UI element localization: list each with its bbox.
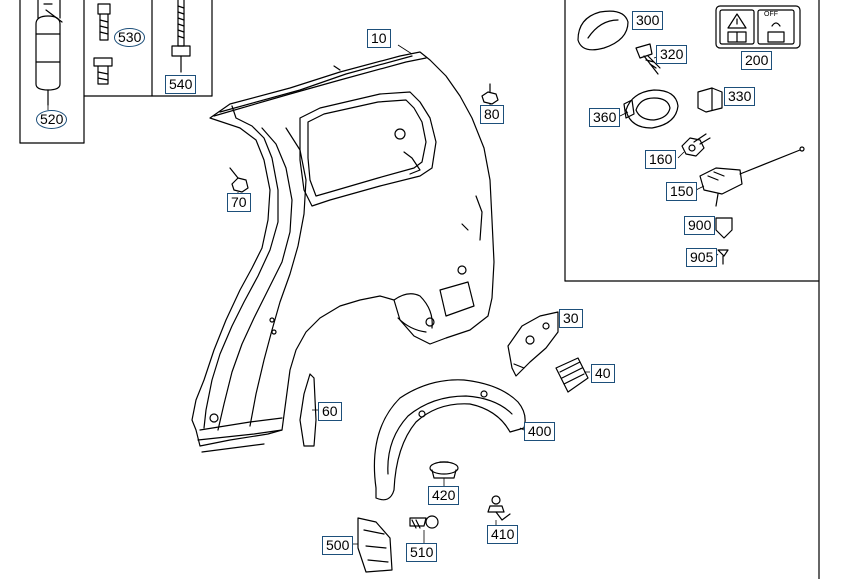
fuel-door-housing-360-icon (623, 89, 679, 129)
callout-510[interactable]: 510 (406, 543, 438, 562)
callout-530[interactable]: 530 (114, 28, 146, 47)
wheel-arch-liner-400-icon (373, 379, 526, 501)
sealant-bottle-icon (35, 0, 63, 106)
fuel-door-parts-frame (564, 0, 820, 579)
clip-420-icon (429, 461, 459, 479)
warning-label-off-text: OFF (764, 11, 778, 18)
callout-330[interactable]: 330 (724, 87, 756, 106)
callout-320[interactable]: 320 (656, 45, 688, 64)
bracket-30-icon (507, 311, 559, 377)
callout-60[interactable]: 60 (318, 402, 342, 421)
callout-420[interactable]: 420 (428, 486, 460, 505)
top-left-parts-frame (19, 0, 213, 144)
screw-530-icon (93, 3, 113, 85)
bolt-540-icon (171, 0, 191, 73)
screw-320-icon (635, 43, 661, 75)
push-rivet-410-icon (487, 495, 511, 521)
callout-500[interactable]: 500 (322, 536, 354, 555)
callout-360[interactable]: 360 (589, 108, 621, 127)
nut-70-icon (229, 167, 249, 193)
callout-410[interactable]: 410 (487, 525, 519, 544)
screw-510-icon (409, 515, 439, 529)
actuator-160-icon (681, 133, 711, 157)
clip-330-icon (697, 87, 723, 113)
callout-10[interactable]: 10 (367, 29, 391, 48)
callout-150[interactable]: 150 (666, 182, 698, 201)
plug-900-icon (715, 217, 733, 239)
callout-900[interactable]: 900 (684, 216, 716, 235)
callout-70[interactable]: 70 (227, 193, 251, 212)
callout-30[interactable]: 30 (559, 309, 583, 328)
callout-400[interactable]: 400 (524, 422, 556, 441)
release-cable-150-icon (699, 146, 805, 207)
vent-grille-40-icon (555, 357, 589, 393)
callout-540[interactable]: 540 (165, 75, 197, 94)
callout-40[interactable]: 40 (591, 364, 615, 383)
fuel-flap-300-icon (577, 10, 629, 51)
callout-80[interactable]: 80 (480, 105, 504, 124)
nut-80-icon (481, 83, 499, 105)
quarter-panel-10-drawing (191, 51, 495, 453)
callout-160[interactable]: 160 (645, 150, 677, 169)
mud-flap-500-icon (357, 517, 393, 573)
plug-905-icon (717, 249, 729, 265)
warning-label-200-icon (715, 5, 801, 49)
callout-905[interactable]: 905 (686, 248, 718, 267)
trim-strip-60-icon (299, 373, 317, 447)
callout-520[interactable]: 520 (36, 110, 68, 129)
callout-300[interactable]: 300 (632, 11, 664, 30)
callout-200[interactable]: 200 (741, 51, 773, 70)
